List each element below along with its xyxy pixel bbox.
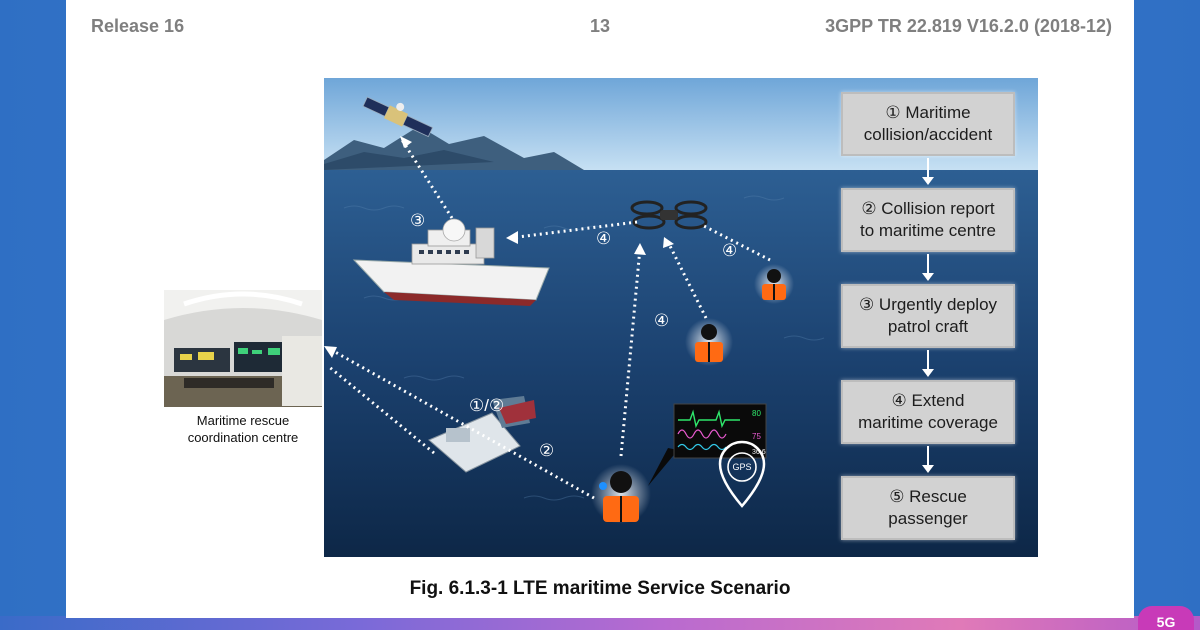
mountain-foreground [324,150,494,170]
flow-step-maritime-accident: ① Maritime collision/accident [841,92,1015,156]
link-person-drone-b [666,241,708,319]
flow-step-4-line2: maritime coverage [858,413,998,432]
flow-step-5-line2: passenger [888,509,968,528]
damaged-vessel [428,396,536,473]
satellite-icon [362,96,434,138]
marker-drone-to-ship: ④ [596,229,611,248]
coordination-centre-photo [164,290,322,407]
flow-arrow [922,350,934,377]
marker-vessel-to-centre: ② [539,441,554,460]
heart-rate-reading: 80 [752,409,761,418]
marker-satellite-link: ③ [410,211,425,230]
link-arrowheads [324,136,674,358]
life-vest-person-icon [685,318,733,366]
marker-person-b-to-drone: ④ [654,311,669,330]
flow-step-extend-coverage: ④ Extend maritime coverage [841,380,1015,444]
flow-step-1-line1: ① Maritime [885,103,971,122]
release-label: Release 16 [91,16,185,36]
temperature-reading: 36.6 [752,449,766,456]
link-person-drone-c [619,247,642,457]
step-markers: ③ ④ ④ ④ ①/② ② [410,211,737,460]
link-vessel-centre [327,364,435,455]
document-page: Release 16 13 3GPP TR 22.819 V16.2.0 (20… [66,0,1134,618]
flow-step-2-line2: to maritime centre [859,221,997,240]
vital-signs-monitor: 80 75 36.6 [648,403,767,486]
flow-step-3-line1: ③ Urgently deploy [858,295,998,314]
link-person-drone-a [701,223,771,262]
page-number: 13 [589,16,611,36]
flow-step-3-line2: patrol craft [887,317,969,336]
life-vest-person-icon [591,464,651,524]
flow-step-4-line1: ④ Extend [891,391,965,410]
document-id: 3GPP TR 22.819 V16.2.0 (2018-12) [825,16,1112,36]
coordination-centre-label: Maritime rescue coordination centre [158,412,328,446]
flow-step-collision-report: ② Collision report to maritime centre [841,188,1015,252]
communication-links [327,139,771,500]
flow-arrow [922,446,934,473]
figure-caption: Fig. 6.1.3-1 LTE maritime Service Scenar… [409,578,791,599]
patrol-ship [352,218,550,306]
centre-label-line2: coordination centre [187,430,299,445]
marker-vessel: ①/② [469,396,504,415]
life-vest-person-icon [754,264,794,304]
flow-step-1-line2: collision/accident [863,125,993,144]
bottom-decorative-band [0,616,1200,630]
flow-step-5-line1: ⑤ Rescue [889,487,967,506]
gps-pin-icon: GPS [718,440,766,508]
centre-label-line1: Maritime rescue [196,413,290,428]
pulse-reading: 75 [752,432,761,441]
flow-step-deploy-patrol: ③ Urgently deploy patrol craft [841,284,1015,348]
flow-arrow [922,254,934,281]
gps-label: GPS [732,462,751,472]
flow-step-2-line1: ② Collision report [861,199,995,218]
flow-arrow [922,158,934,185]
flow-step-rescue-passenger: ⑤ Rescue passenger [841,476,1015,540]
5g-logo: 5G [1138,606,1194,630]
drone-icon [630,200,708,230]
marker-person-a-to-drone: ④ [722,241,737,260]
